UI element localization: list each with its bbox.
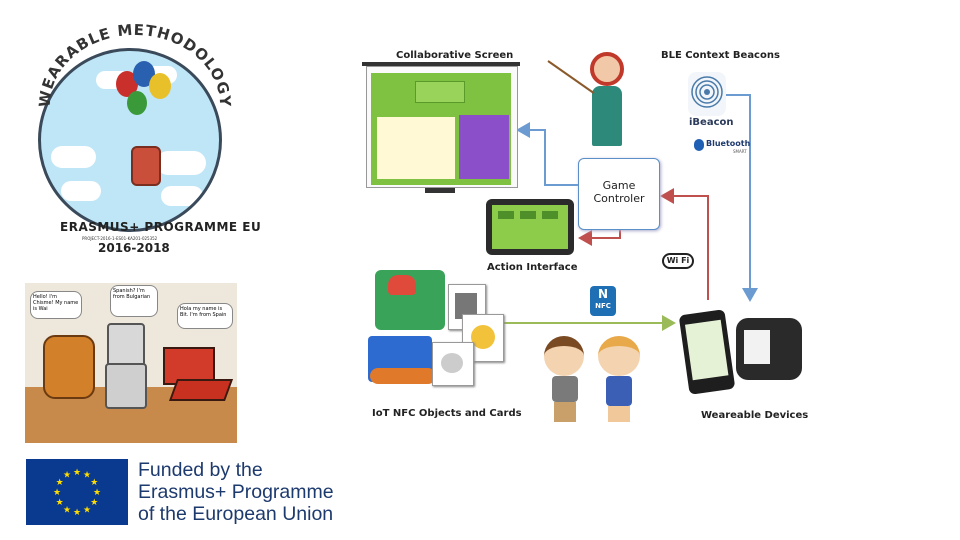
bluetooth-icon: [694, 139, 704, 151]
game-controller-box: Game Controler: [578, 158, 660, 230]
ibeacon-label: iBeacon: [689, 117, 734, 128]
label-ble-beacons: BLE Context Beacons: [661, 50, 780, 61]
bluetooth-label: Bluetooth: [706, 139, 750, 148]
action-interface-tablet: [486, 199, 574, 255]
wifi-icon: Wi Fi: [662, 253, 694, 269]
label-wearable-devices: Weareable Devices: [701, 410, 808, 421]
girl-icon: [598, 336, 640, 376]
pot-icon: [388, 275, 416, 295]
game-controller-line1: Game: [579, 179, 659, 192]
teacher-body: [592, 86, 622, 146]
label-iot-objects: IoT NFC Objects and Cards: [372, 408, 522, 419]
bluetooth-sub: SMART: [733, 149, 747, 154]
screen-stand: [425, 188, 455, 193]
label-collaborative-screen: Collaborative Screen: [396, 50, 513, 61]
boy-icon: [544, 336, 584, 376]
nfc-icon: N NFC: [590, 286, 616, 316]
teacher-icon: [590, 52, 624, 86]
label-action-interface: Action Interface: [487, 262, 578, 273]
arrow-controller-to-interface: [580, 229, 620, 238]
ibeacon-icon: [688, 72, 726, 116]
arrow-controller-to-screen: [518, 130, 578, 185]
nfc-label: NFC: [590, 302, 616, 310]
game-controller-line2: Controler: [579, 192, 659, 205]
smartwatch-icon: [736, 318, 802, 380]
boy-body: [552, 376, 578, 402]
collaborative-screen: [366, 66, 518, 188]
screen-roller: [362, 62, 520, 66]
vegetables-icon: [370, 368, 436, 384]
nfc-card: [432, 342, 474, 386]
arrow-wearables-to-controller: [662, 196, 708, 300]
girl-body: [606, 376, 632, 406]
